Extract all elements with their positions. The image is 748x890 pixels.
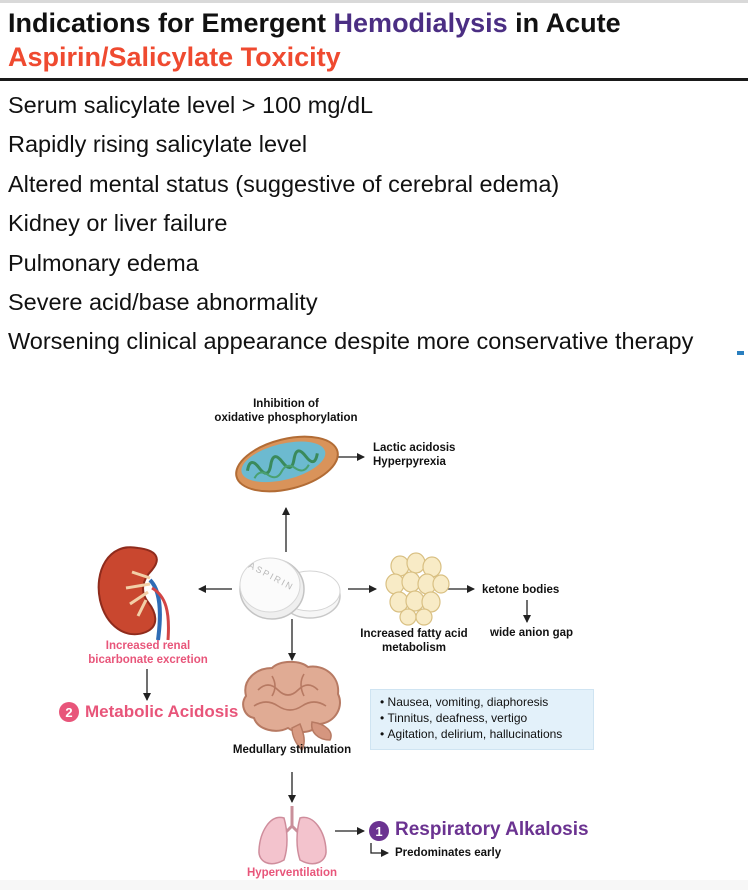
aspirin-pills-icon: ASPIRIN xyxy=(239,557,341,620)
indication-item: Serum salicylate level > 100 mg/dL xyxy=(8,92,374,118)
title-line1-post: in Acute xyxy=(507,8,621,38)
renal-label-line1: Increased renal xyxy=(105,640,191,652)
wide-anion-gap-label: wide anion gap xyxy=(490,627,574,639)
indication-item: Kidney or liver failure xyxy=(8,210,228,237)
respiratory-badge-number: 1 xyxy=(375,824,382,839)
indication-item: Rapidly rising salicylate level xyxy=(8,131,308,158)
lungs-icon xyxy=(258,806,327,865)
page-title: Indications for Emergent Hemodialysis in… xyxy=(8,6,621,74)
kidney-icon xyxy=(97,546,170,641)
fatty-label-line2: metabolism xyxy=(382,642,446,654)
oxphos-label-line2: oxidative phosphorylation xyxy=(214,412,358,424)
symptoms-box: Nausea, vomiting, diaphoresis Tinnitus, … xyxy=(370,689,594,750)
symptom-item: Tinnitus, deafness, vertigo xyxy=(380,710,593,726)
ketone-bodies-label: ketone bodies xyxy=(482,584,560,596)
respiratory-alkalosis-label: Respiratory Alkalosis xyxy=(395,819,589,840)
indications-list: Serum salicylate level > 100 mg/dL Rapid… xyxy=(8,86,693,362)
pathway-arrows xyxy=(143,453,531,857)
top-border xyxy=(0,0,748,3)
renal-excretion-label: Increased renal bicarbonate excretion xyxy=(78,639,218,667)
indication-item: Worsening clinical appearance despite mo… xyxy=(8,328,694,355)
symptoms-list: Nausea, vomiting, diaphoresis Tinnitus, … xyxy=(371,690,593,742)
oxphos-label: Inhibition of oxidative phosphorylation xyxy=(206,397,366,425)
corner-marker xyxy=(737,351,744,355)
fatty-acid-label: Increased fatty acid metabolism xyxy=(352,627,476,655)
indication-item: Pulmonary edema xyxy=(8,249,199,276)
lactic-label-line2: Hyperpyrexia xyxy=(373,456,446,468)
bottom-band xyxy=(0,880,748,890)
fat-cells-icon xyxy=(385,552,450,626)
symptom-item: Agitation, delirium, hallucinations xyxy=(380,726,593,742)
title-subtitle: Aspirin/Salicylate Toxicity xyxy=(8,42,341,72)
fatty-label-line1: Increased fatty acid xyxy=(360,628,468,640)
indication-item: Severe acid/base abnormality xyxy=(8,289,318,316)
brain-icon xyxy=(242,660,341,752)
oxphos-label-line1: Inhibition of xyxy=(253,398,319,410)
lactic-label-line1: Lactic acidosis xyxy=(373,442,456,454)
title-divider xyxy=(0,78,748,81)
metabolic-badge: 2 xyxy=(59,702,79,722)
title-line1-pre: Indications for Emergent xyxy=(8,8,334,38)
predominates-early-label: Predominates early xyxy=(395,847,502,859)
metabolic-badge-number: 2 xyxy=(65,705,72,720)
symptom-item: Nausea, vomiting, diaphoresis xyxy=(380,694,593,710)
medullary-stimulation-label: Medullary stimulation xyxy=(232,744,352,756)
title-hemodialysis-highlight: Hemodialysis xyxy=(333,8,508,38)
metabolic-acidosis-label: Metabolic Acidosis xyxy=(85,702,239,721)
lactic-acidosis-label: Lactic acidosis Hyperpyrexia xyxy=(373,441,455,469)
indication-item: Altered mental status (suggestive of cer… xyxy=(8,170,560,197)
hyperventilation-label: Hyperventilation xyxy=(246,867,338,879)
mitochondrion-icon xyxy=(235,435,339,493)
respiratory-badge: 1 xyxy=(369,821,389,841)
renal-label-line2: bicarbonate excretion xyxy=(88,654,208,666)
